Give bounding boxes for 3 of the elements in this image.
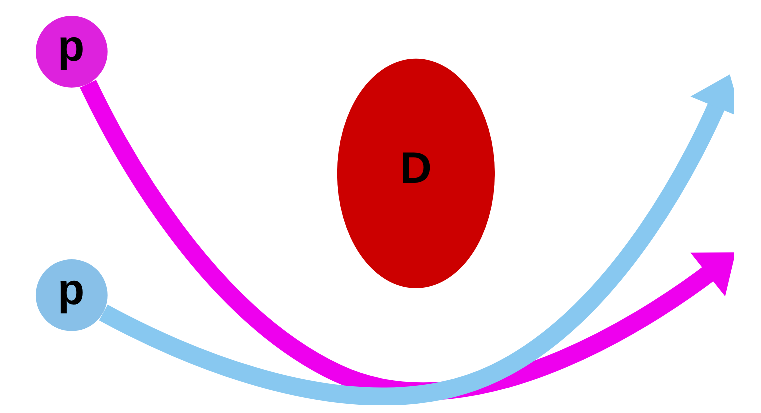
node-circle: p [35,16,108,88]
node-circle: p [35,260,108,332]
node-ellipse: D [336,58,495,288]
